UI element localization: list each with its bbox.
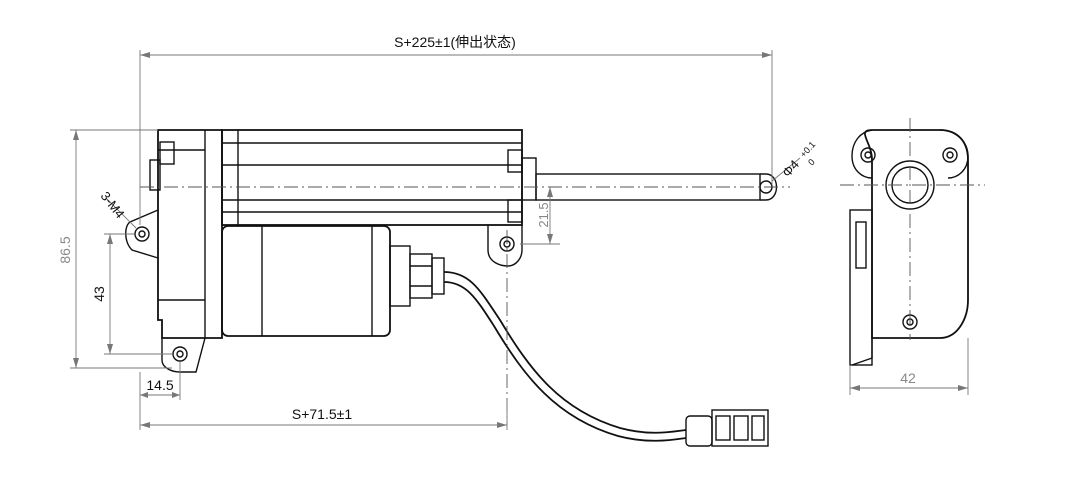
dim-overall [139,50,773,225]
hole-dia-label: Φ4 [779,157,802,180]
retracted-length-label: S+71.5±1 [292,406,352,422]
bottom-lug [161,337,206,373]
dim-height [70,129,172,369]
hole-tol-upper: +0.1 [798,139,817,159]
dim-pitch [104,233,172,355]
end-hole-left [860,147,876,163]
width-label: 42 [900,370,916,386]
dim-width [849,338,969,395]
dim-mount-offset [139,362,181,400]
end-ear-right [939,129,969,179]
rear-housing [149,129,223,339]
hole-leader [771,157,801,182]
dim-rod-offset [520,187,560,245]
overall-length-label: S+225±1(伸出状态) [394,34,516,50]
side-view: S+225±1(伸出状态) 86.5 43 21.5 [57,34,817,447]
dim-retracted [139,400,508,430]
end-ear-left [851,129,873,179]
thread-leader [105,197,137,229]
thread-note: 3-M4 [98,189,128,222]
cable [443,271,687,442]
front-lug [487,225,523,267]
end-view: 42 [840,118,985,395]
extension-rod [521,157,778,201]
pitch-label: 43 [91,286,107,302]
outer-tube [221,129,523,226]
motor [221,225,445,337]
hole-tol-lower: 0 [806,157,817,167]
mount-offset-label: 14.5 [146,377,173,393]
height-label: 86.5 [57,236,73,263]
end-hole-right [942,147,958,163]
connector [685,409,769,447]
side-flange [849,209,873,366]
rod-offset-label: 21.5 [536,202,551,227]
